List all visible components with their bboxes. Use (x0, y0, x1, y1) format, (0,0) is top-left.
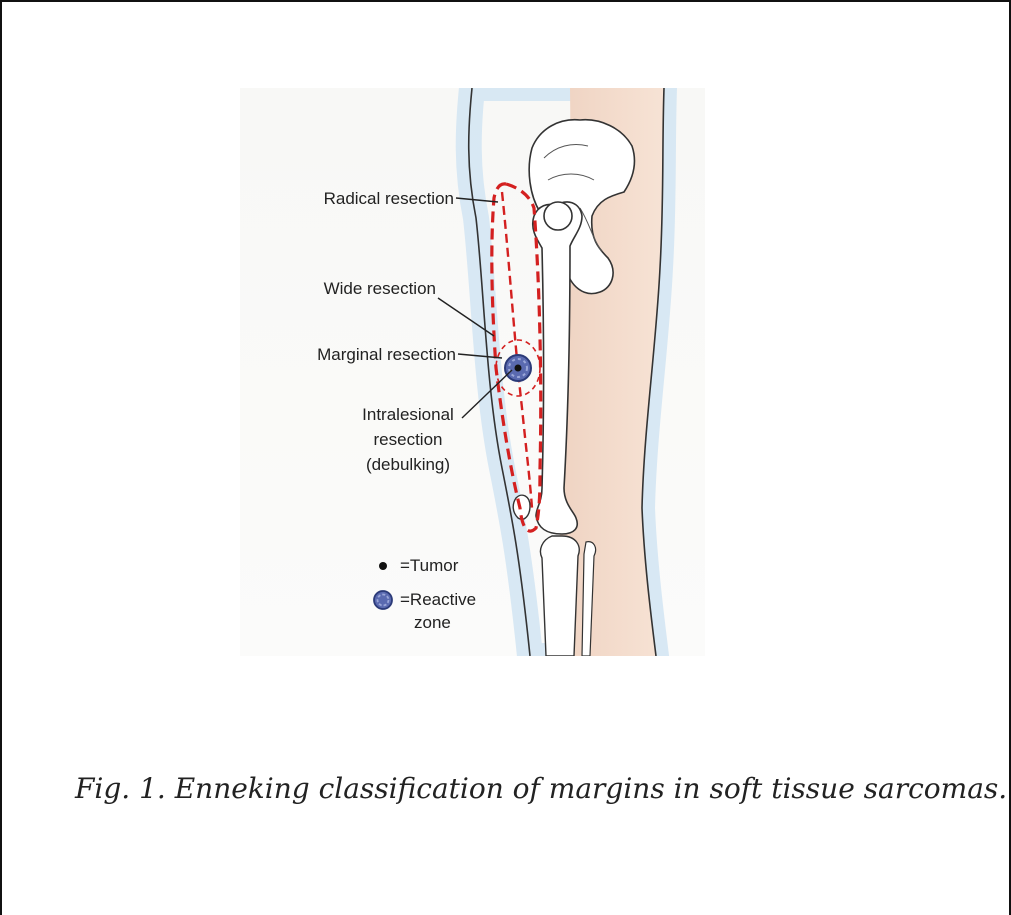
tibia-bone (540, 536, 579, 656)
tumor-core (515, 365, 522, 372)
legend-tumor-label: =Tumor (400, 556, 459, 575)
wide-resection-label: Wide resection (324, 279, 436, 298)
intralesional-label-line2: resection (374, 430, 443, 449)
legend-reactive-label-line2: zone (414, 613, 451, 632)
figure-caption: Fig. 1. Enneking classification of margi… (75, 772, 975, 805)
intralesional-label-line3: (debulking) (366, 455, 450, 474)
femoral-head (544, 202, 572, 230)
enneking-figure: Radical resection Wide resection Margina… (240, 88, 705, 656)
legend-tumor-icon (379, 562, 387, 570)
radical-resection-label: Radical resection (324, 189, 454, 208)
intralesional-label-line1: Intralesional (362, 405, 454, 424)
marginal-resection-label: Marginal resection (317, 345, 456, 364)
legend-reactive-label-line1: =Reactive (400, 590, 476, 609)
thigh-illustration: Radical resection Wide resection Margina… (240, 88, 705, 656)
